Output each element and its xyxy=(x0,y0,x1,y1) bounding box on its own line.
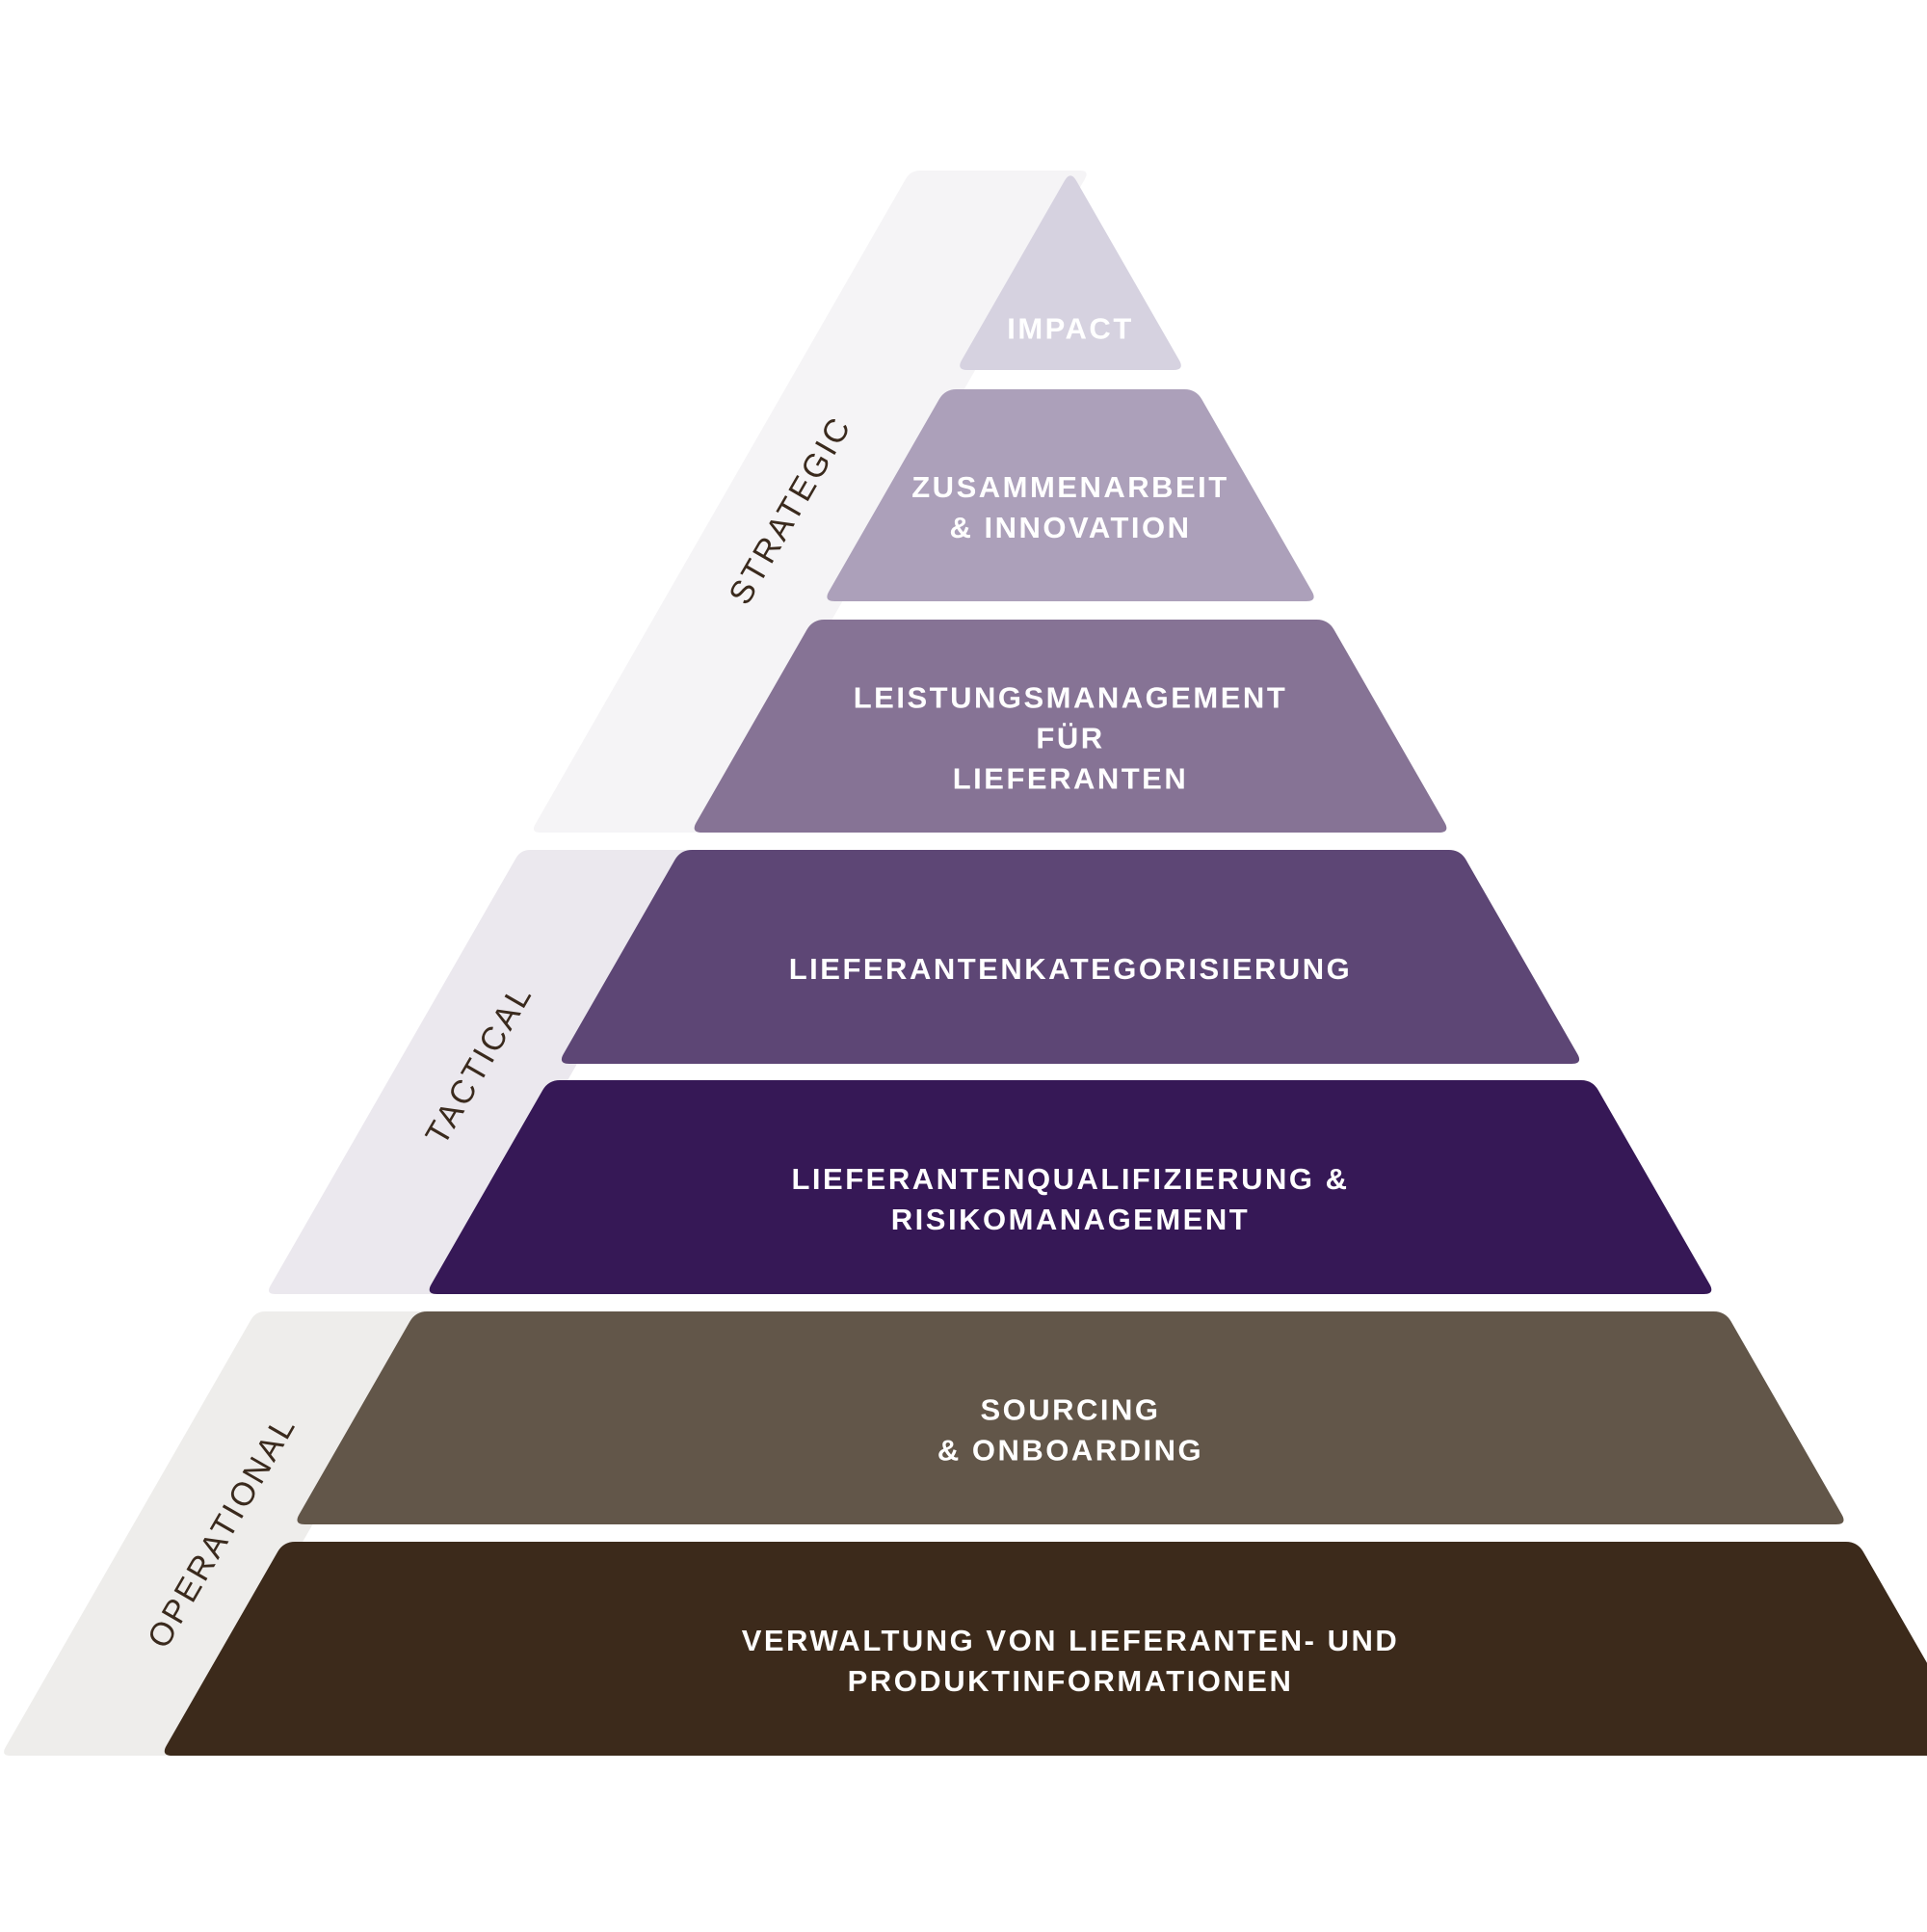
tier-shape-collaboration xyxy=(827,389,1314,601)
tier-information: VERWALTUNG VON LIEFERANTEN- UND PRODUKTIN… xyxy=(164,1542,1927,1756)
tier-shape-sourcing xyxy=(297,1311,1844,1524)
tier-label-collaboration-line-2: & INNOVATION xyxy=(949,511,1191,544)
tier-label-impact-line-1: IMPACT xyxy=(1007,312,1134,346)
tier-label-qualification-line-1: LIEFERANTENQUALIFIZIERUNG & xyxy=(792,1162,1350,1196)
band-strategic xyxy=(533,171,1087,833)
tier-label-qualification-line-2: RISIKOMANAGEMENT xyxy=(891,1203,1250,1236)
tier-shape-impact xyxy=(960,175,1181,370)
tier-collaboration: ZUSAMMENARBEIT & INNOVATION xyxy=(827,389,1314,601)
tier-label-performance-line-3: LIEFERANTEN xyxy=(953,762,1189,796)
band-tactical xyxy=(269,850,698,1294)
pyramid-tiers: IMPACT ZUSAMMENARBEIT & INNOVATION LEISTUNG… xyxy=(164,175,1927,1756)
tier-shape-qualification xyxy=(429,1080,1712,1294)
tier-label-sourcing-line-2: & ONBOARDING xyxy=(937,1434,1203,1468)
tier-label-collaboration-line-1: ZUSAMMENARBEIT xyxy=(911,470,1229,504)
tier-label-information-line-1: VERWALTUNG VON LIEFERANTEN- UND xyxy=(742,1624,1400,1657)
tier-label-information-line-2: PRODUKTINFORMATIONEN xyxy=(848,1664,1294,1698)
tier-label-performance-line-1: LEISTUNGSMANAGEMENT xyxy=(854,681,1288,715)
tier-label-performance-line-2: FÜR xyxy=(1036,722,1104,755)
band-operational xyxy=(4,1311,433,1756)
tier-shape-information xyxy=(164,1542,1927,1756)
tier-performance: LEISTUNGSMANAGEMENT FÜR LIEFERANTEN xyxy=(694,620,1447,833)
tier-shape-performance xyxy=(694,620,1447,833)
tier-qualification: LIEFERANTENQUALIFIZIERUNG & RISIKOMANAGEM… xyxy=(429,1080,1712,1294)
tier-categorization: LIEFERANTENKATEGORISIERUNG xyxy=(561,850,1580,1064)
tier-impact: IMPACT xyxy=(960,175,1181,370)
tier-label-categorization-line-1: LIEFERANTENKATEGORISIERUNG xyxy=(789,952,1353,986)
group-bands xyxy=(4,171,1087,1756)
tier-sourcing: SOURCING & ONBOARDING xyxy=(297,1311,1844,1524)
tier-shape-categorization xyxy=(561,850,1580,1064)
tier-label-sourcing-line-1: SOURCING xyxy=(980,1393,1160,1427)
